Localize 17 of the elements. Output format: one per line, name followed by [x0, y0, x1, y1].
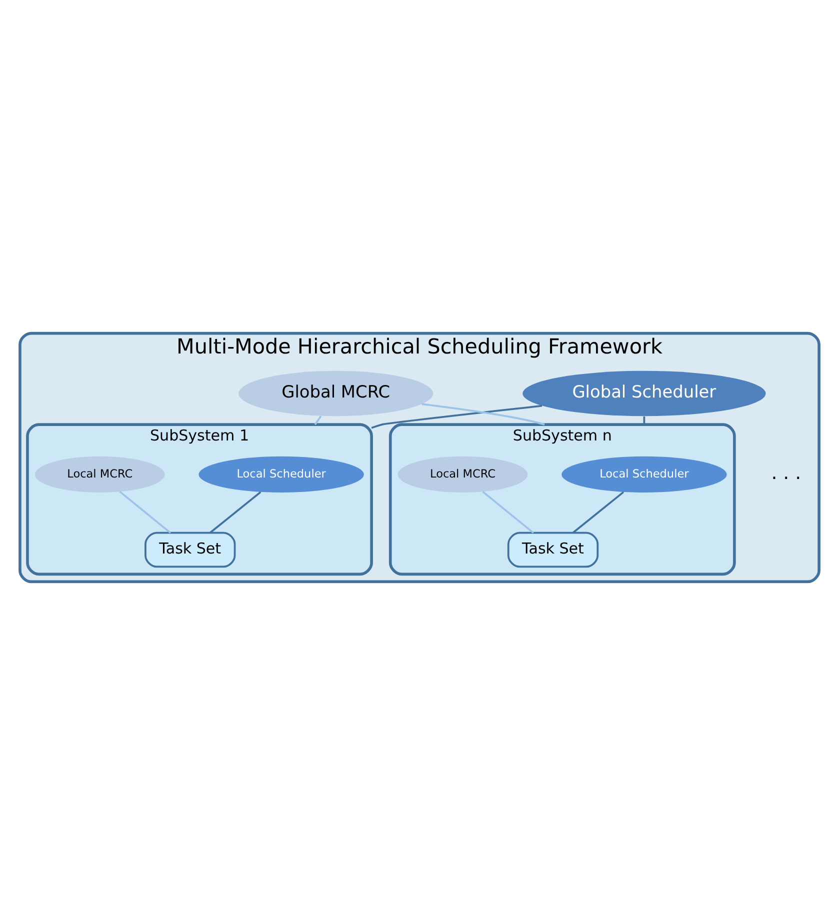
node-box: Task Set — [507, 532, 599, 568]
node-ellipse: Local Scheduler — [198, 456, 364, 492]
node-box: Task Set — [144, 532, 236, 568]
connector — [119, 490, 172, 534]
connector — [422, 403, 545, 426]
node-ellipse: Local MCRC — [398, 456, 528, 492]
connector — [314, 416, 322, 426]
node-ellipse: Global Scheduler — [522, 370, 766, 416]
connector — [371, 404, 542, 429]
connector — [482, 490, 534, 534]
connector — [572, 491, 624, 534]
label: . . . — [771, 463, 802, 484]
node-ellipse: Local MCRC — [34, 456, 165, 492]
node-ellipse: Local Scheduler — [562, 456, 727, 492]
connector — [643, 416, 646, 425]
connector — [210, 491, 262, 534]
node-ellipse: Global MCRC — [238, 370, 434, 416]
